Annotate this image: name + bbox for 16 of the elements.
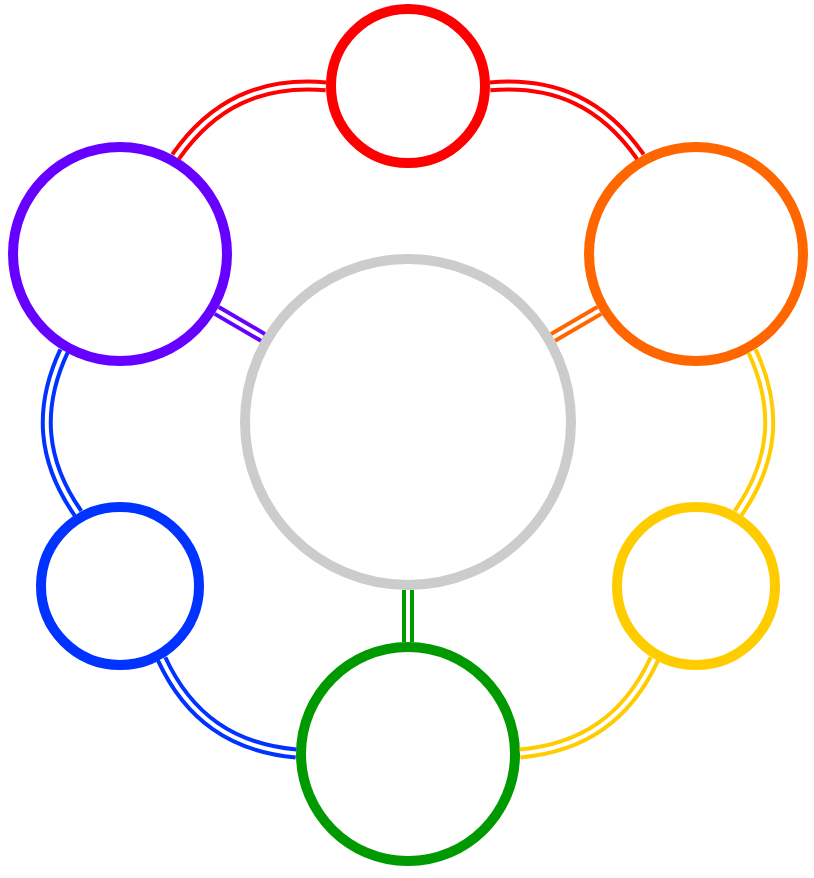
double-line <box>489 79 646 161</box>
double-line <box>156 656 297 760</box>
double-line <box>170 79 327 161</box>
double-line <box>40 348 84 517</box>
circle <box>36 502 204 670</box>
circle <box>8 142 232 366</box>
circle <box>240 254 576 590</box>
circle <box>584 142 808 366</box>
circle <box>326 4 490 168</box>
double-line <box>732 348 776 517</box>
double-line <box>550 305 603 343</box>
double-line <box>213 305 266 343</box>
double-line <box>402 590 414 642</box>
circle <box>612 502 780 670</box>
circle <box>296 642 520 866</box>
double-line <box>519 656 660 760</box>
